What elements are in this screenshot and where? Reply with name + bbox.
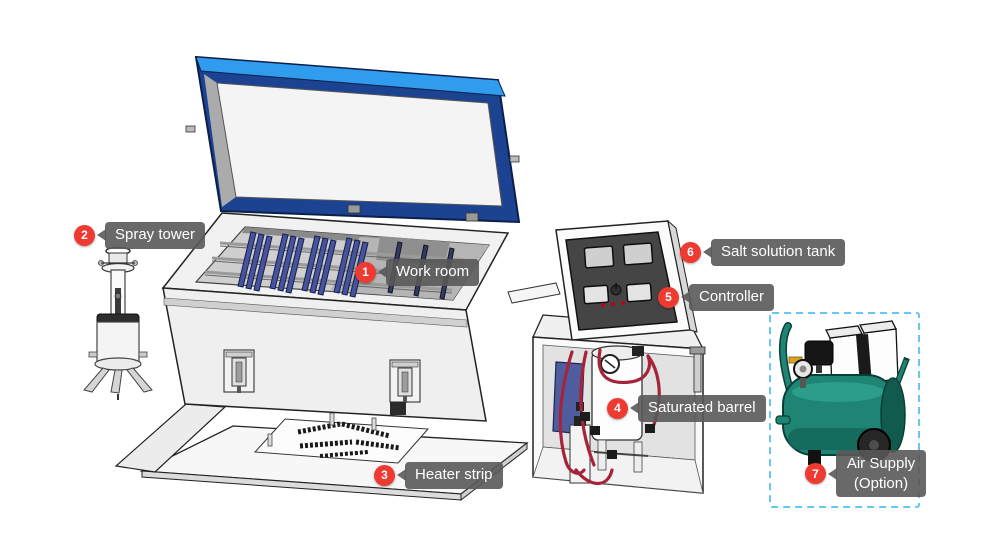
controller-display (625, 282, 653, 303)
callout-arrow-icon (681, 291, 690, 304)
spray-tower-illustration (83, 246, 153, 400)
callout-label: Saturated barrel (638, 395, 766, 422)
callout-air-supply: 7 Air Supply (Option) (805, 450, 926, 497)
controller-panel (565, 231, 678, 331)
callout-label: Spray tower (105, 222, 206, 249)
callout-arrow-icon (97, 229, 106, 242)
controller-display (622, 242, 654, 266)
drain-fitting (390, 402, 406, 415)
callout-spray-tower: 2 Spray tower (74, 222, 206, 249)
door-latch (223, 349, 255, 394)
controller-console (507, 219, 698, 341)
callout-number-badge: 3 (374, 464, 395, 486)
door-latch (389, 359, 421, 404)
callout-heater-strip: 3 Heater strip (374, 462, 503, 489)
callout-salt-solution-tank: 6 Salt solution tank (680, 239, 846, 266)
callout-saturated-barrel: 4 Saturated barrel (607, 395, 766, 422)
tubing (558, 348, 661, 486)
controller-display (582, 284, 610, 305)
callout-arrow-icon (703, 246, 712, 259)
callout-label: Salt solution tank (711, 239, 846, 266)
callout-label: Work room (386, 259, 480, 286)
callout-label: Heater strip (405, 462, 503, 489)
heater-strip-plate (253, 412, 430, 464)
callout-number-badge: 7 (805, 463, 826, 484)
callout-controller: 5 Controller (658, 284, 775, 311)
controller-display (583, 245, 615, 269)
callout-label-line2: (Option) (853, 474, 909, 492)
test-chamber-body (161, 212, 510, 422)
callout-label: Air Supply (Option) (836, 450, 926, 497)
callout-label: Controller (689, 284, 775, 311)
option-box-border (769, 312, 920, 508)
callout-label-line1: Air Supply (846, 455, 916, 472)
callout-number-badge: 5 (658, 286, 679, 308)
callout-number-badge: 1 (355, 261, 376, 283)
lid-window (216, 82, 503, 207)
callout-number-badge: 6 (680, 241, 701, 263)
callout-arrow-icon (378, 266, 387, 279)
callout-arrow-icon (397, 469, 406, 482)
callout-work-room: 1 Work room (355, 259, 480, 286)
air-compressor (775, 320, 910, 465)
callout-number-badge: 2 (74, 224, 95, 246)
callout-number-badge: 4 (607, 397, 628, 419)
callout-arrow-icon (828, 467, 837, 480)
callout-arrow-icon (630, 402, 639, 415)
chamber-lid (185, 55, 521, 224)
